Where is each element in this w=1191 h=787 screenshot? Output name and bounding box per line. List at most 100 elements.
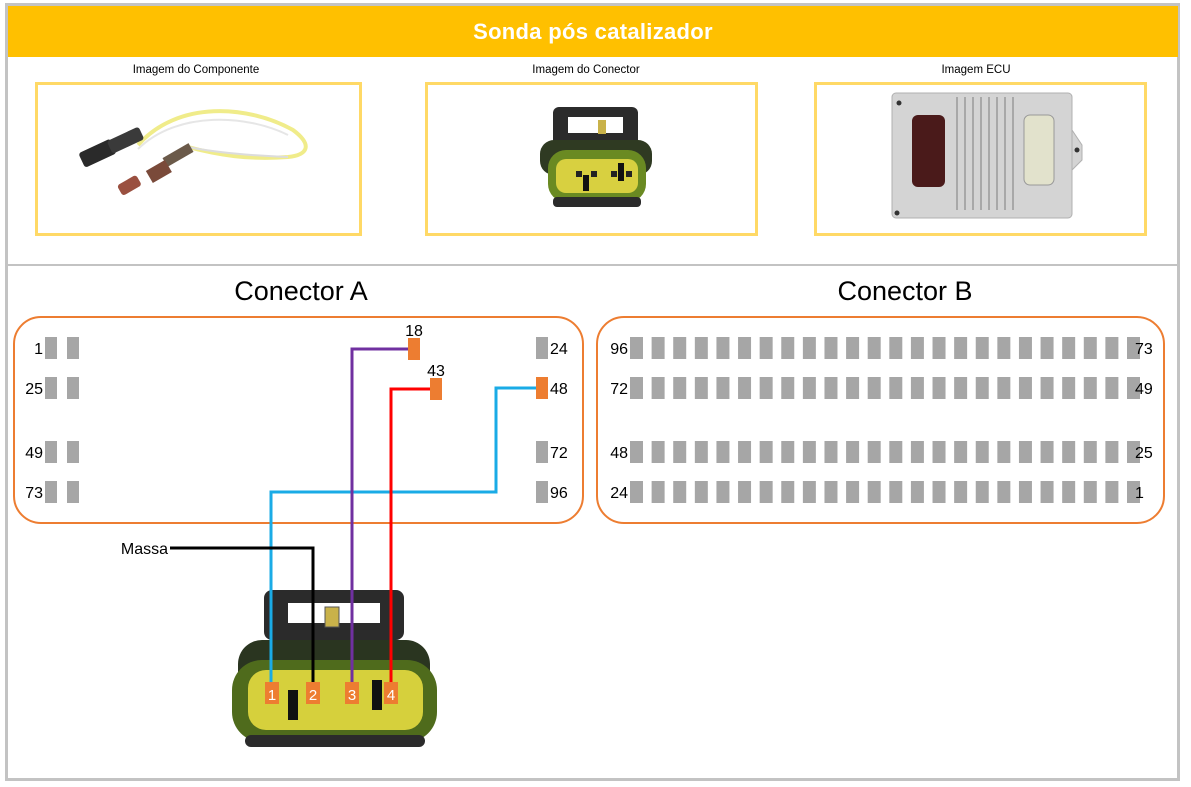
connector-a-pin-18 — [408, 338, 420, 360]
connector-b-pin — [759, 337, 773, 359]
connector-b-pin — [1105, 481, 1119, 503]
connector-b-pin — [867, 337, 881, 359]
connector-b-pin — [716, 337, 730, 359]
connector-b-pin — [1105, 377, 1119, 399]
page-frame — [5, 3, 1180, 781]
connector-b-pin — [889, 337, 903, 359]
connector-b-pin — [738, 481, 752, 503]
component-pin-label: 3 — [348, 687, 356, 704]
connector-b-pin — [651, 441, 665, 463]
connector-b-pin — [802, 481, 816, 503]
component-image-label: Imagem do Componente — [132, 64, 260, 76]
connector-b-pin — [867, 377, 881, 399]
ecu-image-label: Imagem ECU — [941, 64, 1011, 76]
connector-b-pin — [997, 337, 1011, 359]
ecu-photo-icon — [891, 92, 1083, 219]
pin-18-label: 18 — [405, 323, 423, 340]
connector-b-pin — [824, 481, 838, 503]
connector-b-pin — [975, 377, 989, 399]
connector-b-pin — [997, 377, 1011, 399]
connector-b-pin — [846, 441, 860, 463]
wire-3-purple — [350, 347, 409, 690]
connector-b-pin — [759, 481, 773, 503]
connector-b-pin — [651, 481, 665, 503]
connector-b-row-label: 24 — [610, 485, 628, 502]
connector-b-pin — [932, 441, 946, 463]
connector-b-pin — [1018, 481, 1032, 503]
connector-b-pin — [954, 377, 968, 399]
connector-a-pin — [67, 481, 79, 503]
connector-b-pin — [1105, 441, 1119, 463]
component-pin-2 — [306, 682, 320, 704]
connector-b-pin — [738, 441, 752, 463]
pin-43-label: 43 — [427, 363, 445, 380]
connector-b-pin — [1127, 377, 1140, 399]
connector-b-pin — [759, 377, 773, 399]
component-pin-1 — [265, 682, 279, 704]
connector-image-label: Imagem do Conector — [532, 64, 640, 76]
connector-b-pin — [1083, 377, 1097, 399]
connector-b-pin — [781, 337, 795, 359]
ground-label: Massa — [121, 541, 168, 558]
wire-4-red — [389, 387, 430, 690]
connector-b-pin — [1018, 441, 1032, 463]
connector-b-pin — [975, 481, 989, 503]
ecu-image — [814, 82, 1147, 236]
connector-a-pin — [67, 441, 79, 463]
connector-b-pin — [932, 481, 946, 503]
connector-b-pin — [673, 377, 687, 399]
connector-b-pin — [910, 441, 924, 463]
oxygen-sensor-icon — [79, 109, 308, 195]
connector-b-pin — [651, 377, 665, 399]
connector-b-pin — [694, 441, 708, 463]
connector-b-pin — [673, 481, 687, 503]
connector-b-pin — [802, 441, 816, 463]
connector-b-pin — [975, 337, 989, 359]
connector-a-row-label: 96 — [550, 485, 568, 502]
component-connector — [232, 590, 437, 747]
connector-b-pin — [846, 481, 860, 503]
connector-b-pin — [802, 377, 816, 399]
connector-a-row-label: 25 — [25, 381, 43, 398]
connector-b-pin — [781, 441, 795, 463]
connector-b-pin — [954, 337, 968, 359]
connector-b-pin — [1062, 481, 1076, 503]
connector-b-row-label: 48 — [610, 445, 628, 462]
connector-b-pin — [954, 441, 968, 463]
connector-b-pin — [673, 337, 687, 359]
connector-b-row-label: 96 — [610, 341, 628, 358]
connector-b-pin — [1018, 377, 1032, 399]
connector-b-pin — [781, 481, 795, 503]
connector-b-row-label: 25 — [1135, 445, 1153, 462]
connector-b-pin — [694, 481, 708, 503]
connector-b-pin — [824, 337, 838, 359]
component-pin-label: 1 — [268, 687, 276, 704]
connector-a-pin — [536, 337, 548, 359]
connector-b-pin — [673, 441, 687, 463]
connector-b-pin — [867, 441, 881, 463]
connector-b-pin — [1018, 337, 1032, 359]
connector-b-pin — [1062, 337, 1076, 359]
connector-a-pin-48 — [536, 377, 548, 399]
connector-b-pin — [694, 337, 708, 359]
connector-b-pin — [889, 441, 903, 463]
section-divider — [8, 264, 1178, 266]
connector-a-pin — [45, 441, 57, 463]
connector-b-pin — [694, 377, 708, 399]
wire-2-black — [170, 546, 315, 690]
connector-a-pin-43 — [430, 378, 442, 400]
connector-b-pin — [1040, 377, 1054, 399]
connector-b-pin — [630, 337, 643, 359]
connector-b-row-label: 72 — [610, 381, 628, 398]
connector-a-pin — [45, 377, 57, 399]
connector-b-pin — [738, 337, 752, 359]
connector-a-box — [13, 316, 584, 524]
connector-a-row-label: 49 — [25, 445, 43, 462]
connector-b-pin — [910, 377, 924, 399]
component-pin-label: 2 — [309, 687, 317, 704]
connector-b-pin — [954, 481, 968, 503]
connector-a-pin — [67, 377, 79, 399]
connector-b-pin — [910, 481, 924, 503]
connector-a-row-label: 73 — [25, 485, 43, 502]
